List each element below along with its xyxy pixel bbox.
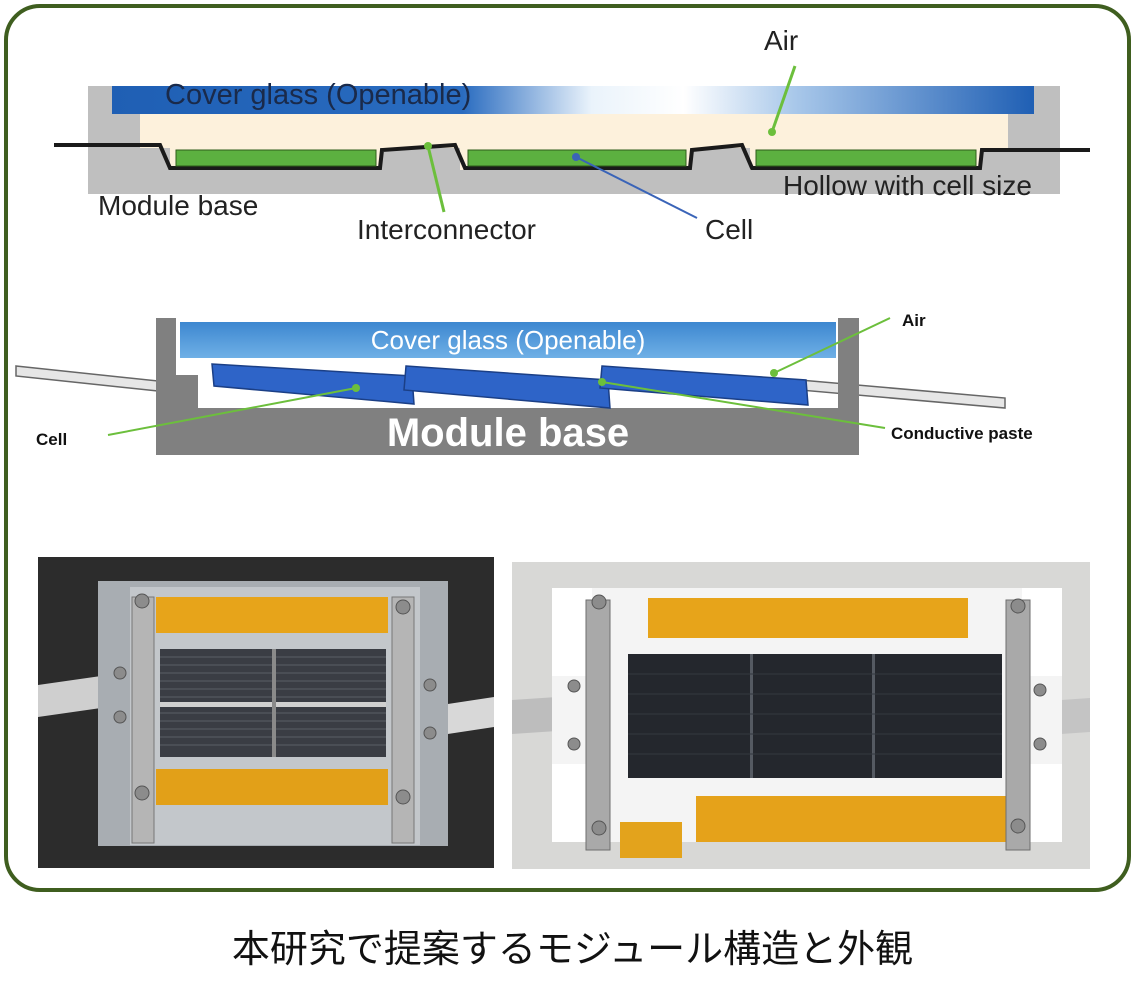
- cell-1: [175, 149, 377, 167]
- figure-caption: 本研究で提案するモジュール構造と外観: [231, 927, 914, 971]
- air-label-top: Air: [764, 25, 798, 56]
- cell-leader-bottom: [107, 387, 357, 436]
- cell-leader-top: [575, 156, 698, 219]
- module-base-label-bottom: Module base: [387, 411, 629, 455]
- cream-layer: [140, 112, 1008, 148]
- cover-glass: [112, 86, 1034, 114]
- bottom-cross-section-diagram: Cover glass (Openable) Module base Air C…: [15, 311, 1033, 455]
- interconnector-leader: [426, 145, 446, 213]
- air-leader-bottom: [773, 317, 891, 374]
- cell-bottom-2: [403, 365, 611, 409]
- hollow-label: Hollow with cell size: [783, 170, 1032, 201]
- interconnector-line: [54, 142, 1090, 170]
- cell-label-bottom: Cell: [36, 430, 67, 449]
- conductive-paste-label: Conductive paste: [891, 424, 1033, 443]
- cover-glass-label-top: Cover glass (Openable): [165, 79, 471, 111]
- cell-3: [755, 149, 977, 167]
- cell-label-top: Cell: [705, 214, 753, 245]
- air-label-bottom: Air: [902, 311, 926, 330]
- cover-glass-label-bottom: Cover glass (Openable): [371, 325, 646, 355]
- module-base-label-top: Module base: [98, 190, 258, 221]
- air-leader-top: [770, 65, 797, 133]
- module-photo-right: [512, 562, 1090, 869]
- paste-leader: [601, 381, 886, 429]
- module-base-tray: [156, 318, 859, 455]
- top-cross-section-diagram: Cover glass (Openable) Air Module base I…: [54, 25, 1090, 245]
- module-photo-left: [38, 557, 494, 868]
- lead-ribbon-right: [799, 379, 1006, 409]
- cell-bottom-1: [211, 363, 415, 405]
- cover-glass-bottom: [180, 322, 836, 358]
- interconnector-label: Interconnector: [357, 214, 536, 245]
